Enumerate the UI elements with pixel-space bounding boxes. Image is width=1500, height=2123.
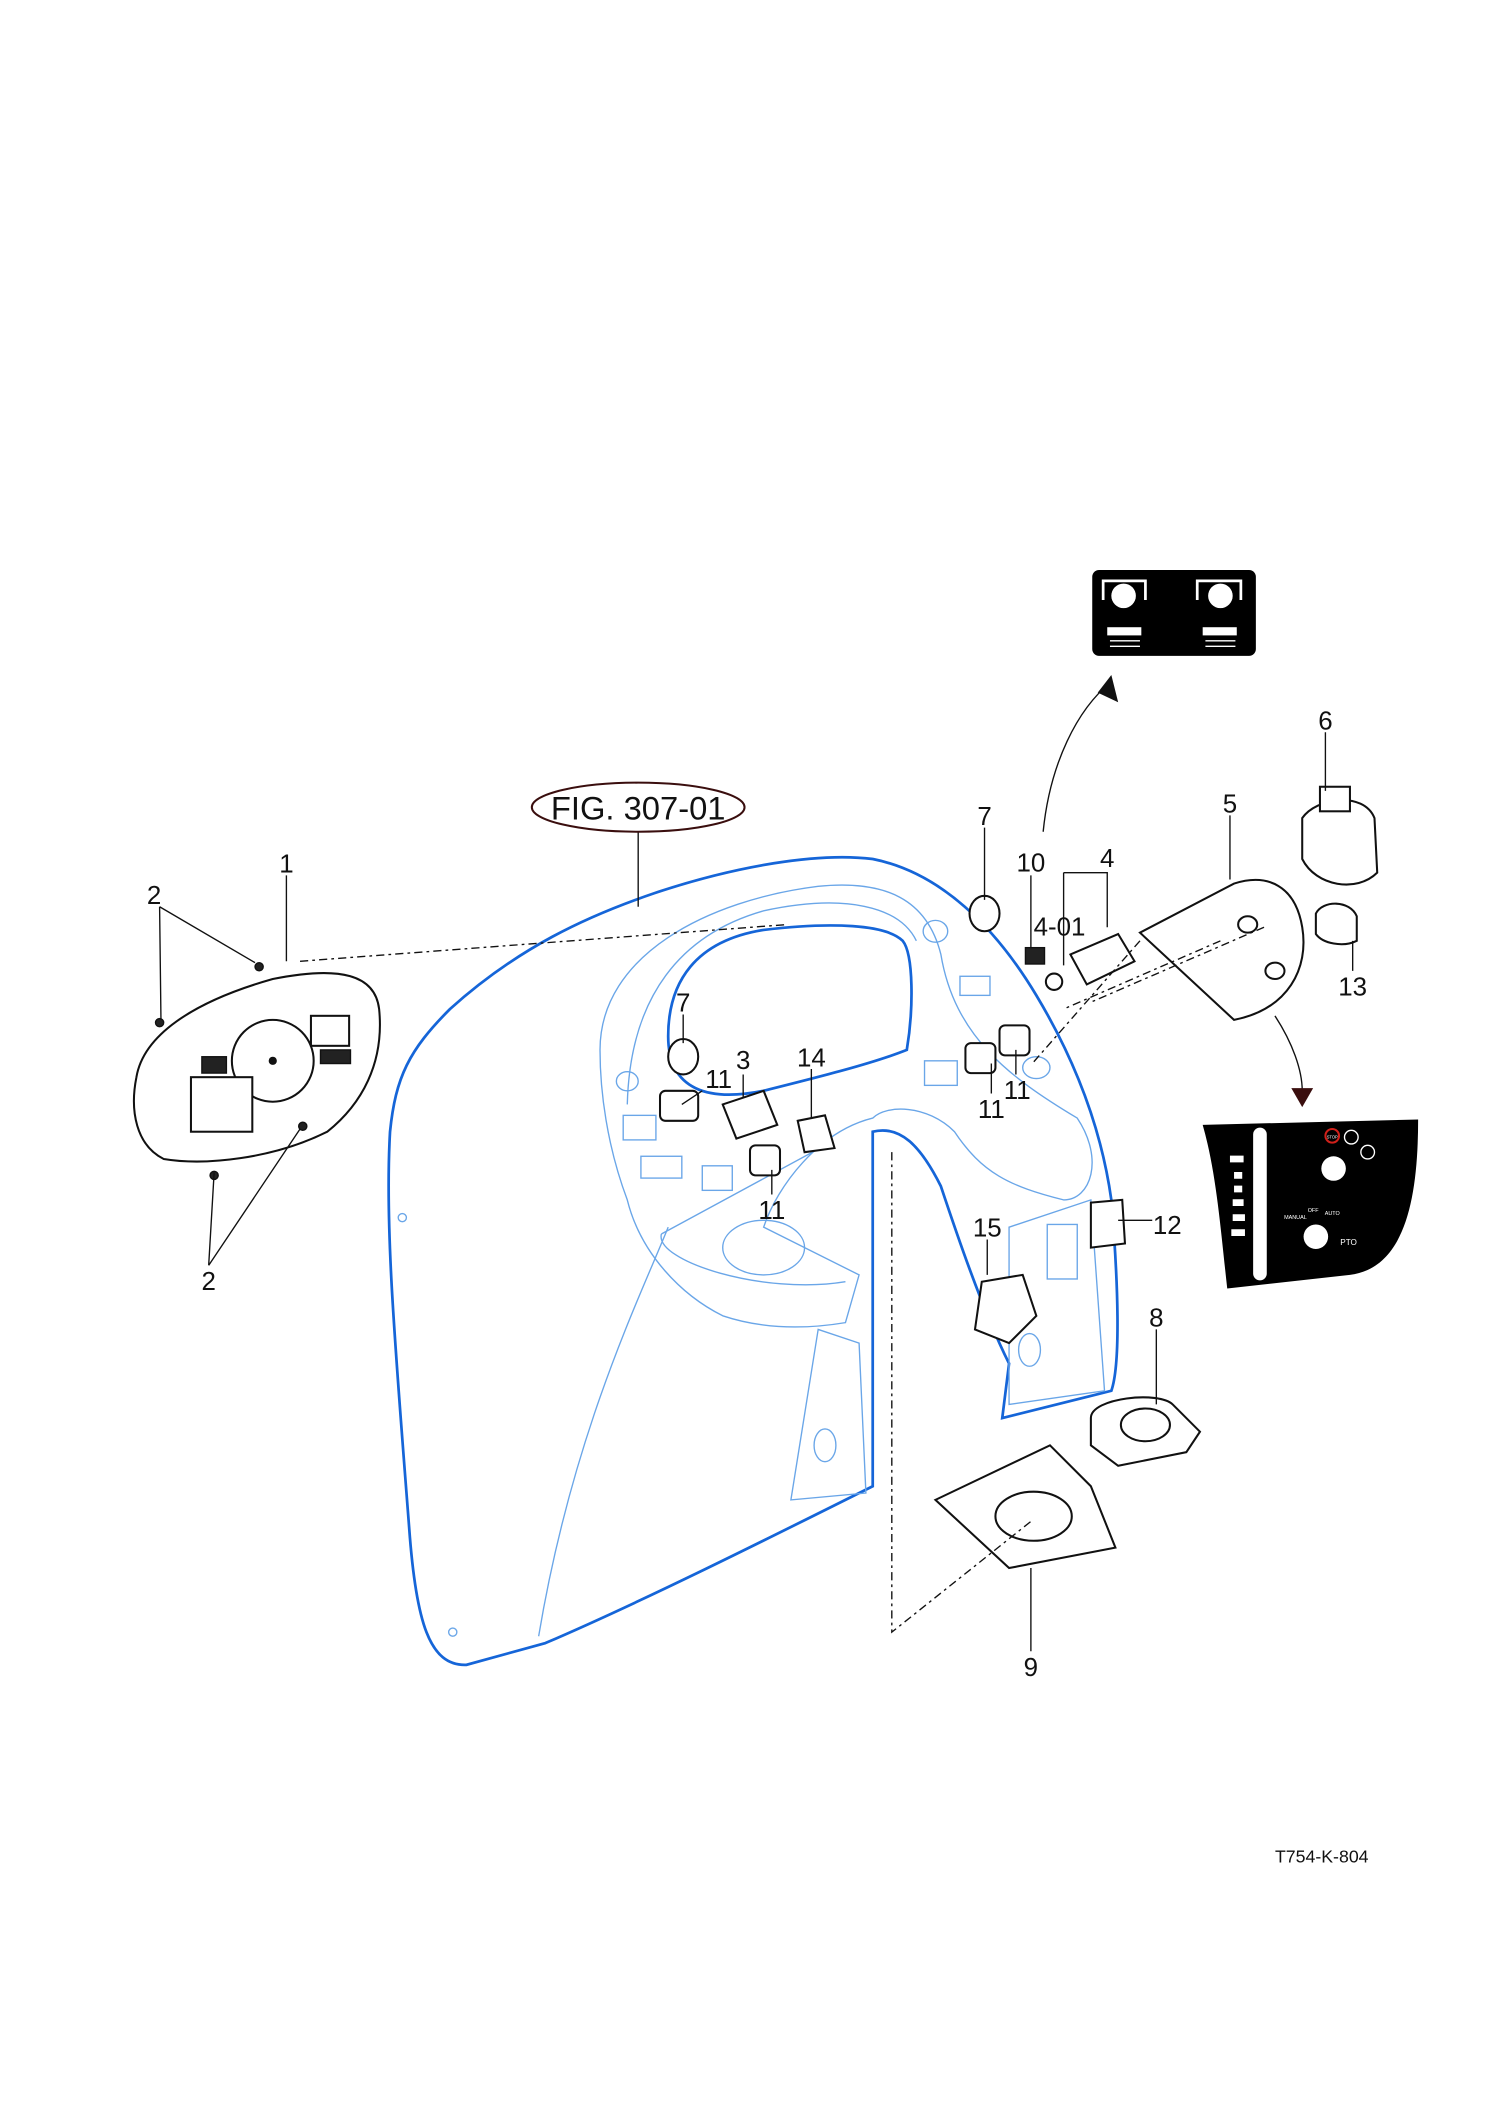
rocker-switch	[1068, 932, 1136, 986]
callout-1: 1	[279, 851, 293, 879]
callout-6: 6	[1318, 707, 1332, 735]
callout-7: 7	[676, 990, 690, 1018]
callout-5: 5	[1223, 791, 1237, 819]
arrow-head-icon	[1097, 674, 1119, 703]
key-switch	[1301, 799, 1379, 886]
callout-2: 2	[147, 882, 161, 910]
callout-15: 15	[973, 1215, 1002, 1243]
clutch-decal	[1092, 569, 1256, 656]
knob-15	[973, 1273, 1038, 1345]
decal-arrow-down	[1274, 1015, 1303, 1091]
callout-7: 7	[977, 803, 991, 831]
auto-label: AUTO	[1325, 1211, 1340, 1217]
instrument-cluster	[132, 961, 381, 1181]
switch-plate	[1138, 879, 1305, 1022]
callout-11: 11	[1004, 1077, 1031, 1105]
knob	[1314, 902, 1358, 946]
manual-label: MANUAL	[1284, 1215, 1307, 1221]
callout-11: 11	[978, 1096, 1005, 1124]
pto-label: PTO	[1340, 1238, 1357, 1247]
stop-label: STOP	[1327, 1135, 1338, 1140]
decal-arrow-up	[1042, 681, 1112, 832]
callout-10: 10	[1016, 849, 1045, 877]
callout-8: 8	[1149, 1305, 1163, 1333]
drawing-code: T754-K-804	[1275, 1847, 1369, 1867]
callout-4-01: 4-01	[1034, 913, 1086, 941]
callout-14: 14	[797, 1044, 826, 1072]
throttle-pto-decal: STOP MANUAL OFF AUTO PTO	[1202, 1119, 1419, 1289]
callout-4: 4	[1100, 845, 1114, 873]
callout-2: 2	[201, 1268, 215, 1296]
callout-3: 3	[736, 1047, 750, 1075]
callout-11: 11	[758, 1197, 785, 1225]
callout-12: 12	[1153, 1212, 1182, 1240]
callout-labels: 1 2 2 3 4 4-01 5 6 7 7 8 9 10 11 11 11 1…	[147, 707, 1367, 1681]
figure-ref-link[interactable]: FIG. 307-01	[551, 789, 726, 826]
callout-11: 11	[705, 1066, 732, 1094]
arrow-head-icon	[1291, 1088, 1314, 1108]
callout-13: 13	[1338, 973, 1367, 1001]
right-parts	[658, 785, 1379, 1570]
leader-lines	[158, 732, 1354, 1652]
callout-9: 9	[1024, 1654, 1038, 1682]
figure-ref-ellipse	[530, 781, 746, 833]
off-label: OFF	[1308, 1208, 1320, 1214]
